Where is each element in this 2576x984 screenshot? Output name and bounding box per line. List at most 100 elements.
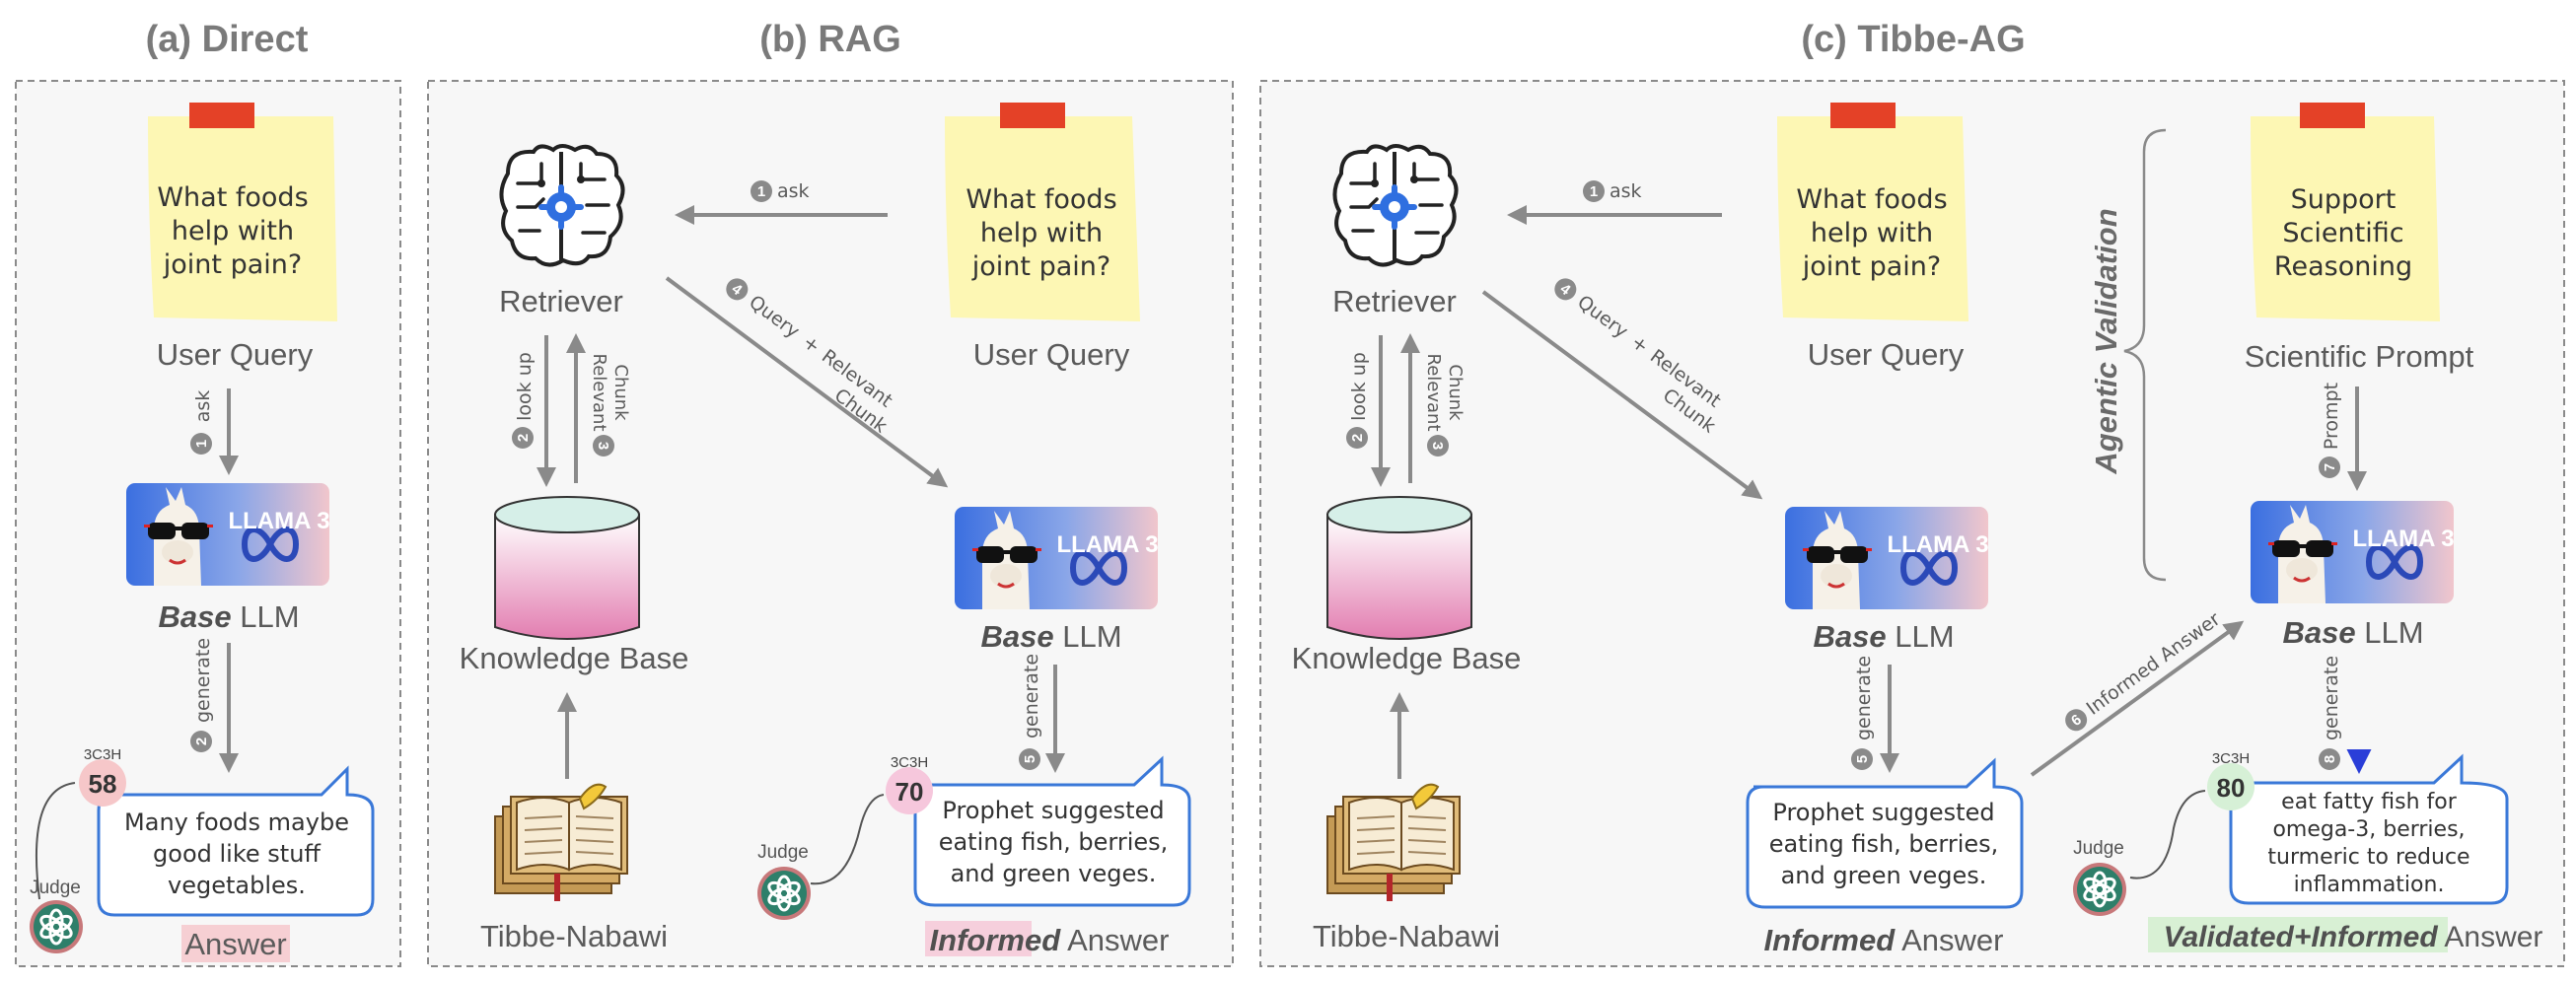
llm-badge-text: LLAMA 3 bbox=[228, 508, 329, 534]
svg-text:Chunk: Chunk bbox=[610, 364, 631, 421]
judge-icon bbox=[2071, 861, 2128, 918]
base-llm-label: Base LLM bbox=[980, 619, 1121, 654]
svg-text:80: 80 bbox=[2217, 773, 2246, 803]
svg-text:5: 5 bbox=[1022, 755, 1038, 763]
judge-label: Judge bbox=[30, 878, 81, 898]
svg-text:look up: look up bbox=[1348, 352, 1370, 421]
sci-note-line: Scientific bbox=[2282, 218, 2403, 248]
answer-line: and green veges. bbox=[1781, 862, 1987, 889]
llm-badge-text: LLAMA 3 bbox=[1887, 531, 1988, 558]
llm-badge-text: LLAMA 3 bbox=[2352, 526, 2454, 552]
answer-highlight bbox=[181, 925, 290, 962]
svg-text:8: 8 bbox=[2322, 755, 2338, 763]
answer-line: good like stuff bbox=[153, 840, 321, 868]
query-note-line: What foods bbox=[966, 184, 1116, 215]
judge-link bbox=[2129, 790, 2206, 879]
base-llm-tibbe-1: LLAMA 3 bbox=[1785, 507, 1989, 609]
answer-line: inflammation. bbox=[2294, 873, 2445, 897]
query-note-line: joint pain? bbox=[163, 249, 302, 280]
svg-text:generate: generate bbox=[1021, 654, 1042, 738]
step-label-generate: 2 generate bbox=[190, 638, 214, 752]
judge-model-label: 3C3H bbox=[2212, 750, 2250, 767]
informed-highlight bbox=[925, 921, 1032, 956]
retriever-brain-icon bbox=[1334, 146, 1456, 265]
svg-text:3: 3 bbox=[595, 442, 611, 450]
flow-arrow bbox=[1481, 290, 1763, 500]
score-badge: 58 3C3H bbox=[79, 746, 126, 807]
judge-label: Judge bbox=[757, 842, 809, 863]
answer-bubble-validated: eat fatty fish for omega-3, berries, tur… bbox=[2229, 753, 2509, 905]
step-label-generate: 5 generate bbox=[1019, 654, 1042, 770]
query-note-line: What foods bbox=[157, 182, 308, 213]
svg-text:7: 7 bbox=[2322, 463, 2338, 471]
step-label-relevant-chunk: 3 Relevant Chunk bbox=[1423, 354, 1466, 457]
svg-text:1: 1 bbox=[193, 440, 210, 448]
panel-title-tibbe-ag: (c) Tibbe-AG bbox=[1801, 19, 2025, 60]
panel-direct: (a) Direct What foods help with joint pa… bbox=[15, 19, 401, 967]
base-llm-label: Base LLM bbox=[158, 599, 299, 634]
panel-title-direct: (a) Direct bbox=[146, 19, 309, 60]
svg-text:generate: generate bbox=[192, 638, 214, 723]
base-llm-tibbe-2: LLAMA 3 bbox=[2251, 501, 2455, 603]
judge-model-label: 3C3H bbox=[84, 746, 121, 763]
query-note-rag: What foods help with joint pain? bbox=[945, 103, 1140, 321]
tibbe-nabawi-label: Tibbe-Nabawi bbox=[1313, 919, 1500, 953]
step-label-relevant-chunk: 3 Relevant Chunk bbox=[589, 354, 631, 457]
scientific-prompt-label: Scientific Prompt bbox=[2245, 339, 2474, 374]
svg-text:1: 1 bbox=[757, 183, 765, 200]
flow-arrow bbox=[2030, 620, 2245, 777]
knowledge-base-label: Knowledge Base bbox=[1292, 641, 1522, 675]
svg-text:generate: generate bbox=[1853, 656, 1875, 740]
svg-text:70: 70 bbox=[895, 777, 924, 807]
judge-icon bbox=[755, 865, 813, 922]
judge-link bbox=[810, 794, 885, 885]
svg-text:ask: ask bbox=[777, 180, 810, 202]
panel-tibbe-ag: (c) Tibbe-AG Retriever What foods help w… bbox=[1259, 19, 2565, 967]
step-label-ask: 1 ask bbox=[751, 180, 810, 202]
step-label-look-up: 2 look up bbox=[512, 352, 536, 449]
svg-text:ask: ask bbox=[192, 390, 214, 423]
user-query-label: User Query bbox=[157, 337, 314, 372]
answer-bubble-tibbe-informed: Prophet suggested eating fish, berries, … bbox=[1746, 757, 2024, 909]
svg-text:2: 2 bbox=[1349, 434, 1366, 442]
svg-text:Chunk: Chunk bbox=[1445, 364, 1466, 421]
svg-text:58: 58 bbox=[89, 769, 117, 799]
knowledge-base-db bbox=[494, 496, 640, 640]
judge-icon bbox=[28, 898, 85, 955]
base-llm-label: Base LLM bbox=[2282, 615, 2423, 650]
score-badge: 80 3C3H bbox=[2207, 750, 2254, 810]
query-note-line: joint pain? bbox=[971, 251, 1110, 282]
knowledge-base-label: Knowledge Base bbox=[460, 641, 689, 675]
llm-badge-text: LLAMA 3 bbox=[1056, 531, 1158, 558]
step-label-generate: 8 generate bbox=[2319, 656, 2342, 770]
step-label-ask: 1 ask bbox=[190, 390, 214, 455]
svg-text:look up: look up bbox=[514, 352, 536, 421]
query-note-line: What foods bbox=[1796, 184, 1947, 215]
answer-line: Prophet suggested bbox=[1772, 799, 1994, 826]
query-note-line: help with bbox=[980, 218, 1103, 248]
svg-text:generate: generate bbox=[2321, 656, 2342, 740]
validated-highlight bbox=[2148, 917, 2448, 952]
step-label-look-up: 2 look up bbox=[1346, 352, 1370, 449]
answer-line: eating fish, berries, bbox=[939, 828, 1169, 856]
svg-text:ask: ask bbox=[1610, 180, 1642, 202]
answer-line: Prophet suggested bbox=[942, 797, 1164, 824]
svg-text:Prompt: Prompt bbox=[2321, 383, 2342, 450]
retriever-label: Retriever bbox=[499, 284, 623, 318]
query-note-line: joint pain? bbox=[1802, 251, 1941, 282]
sci-note-line: Reasoning bbox=[2274, 251, 2412, 282]
answer-line: vegetables. bbox=[168, 872, 306, 899]
answer-line: Many foods maybe bbox=[124, 808, 349, 836]
svg-text:2: 2 bbox=[193, 738, 210, 745]
step-label-ask: 1 ask bbox=[1583, 180, 1642, 202]
retriever-label: Retriever bbox=[1332, 284, 1457, 318]
answer-line: omega-3, berries, bbox=[2272, 817, 2465, 842]
step-label-prompt: 7 Prompt bbox=[2319, 383, 2342, 478]
answer-line: turmeric to reduce bbox=[2267, 845, 2469, 870]
agentic-validation-label: Agentic Validation bbox=[2089, 208, 2123, 474]
scientific-note: Support Scientific Reasoning bbox=[2251, 103, 2440, 321]
sci-note-line: Support bbox=[2291, 184, 2397, 215]
answer-line: eat fatty fish for bbox=[2281, 790, 2458, 814]
svg-text:1: 1 bbox=[1590, 183, 1598, 200]
